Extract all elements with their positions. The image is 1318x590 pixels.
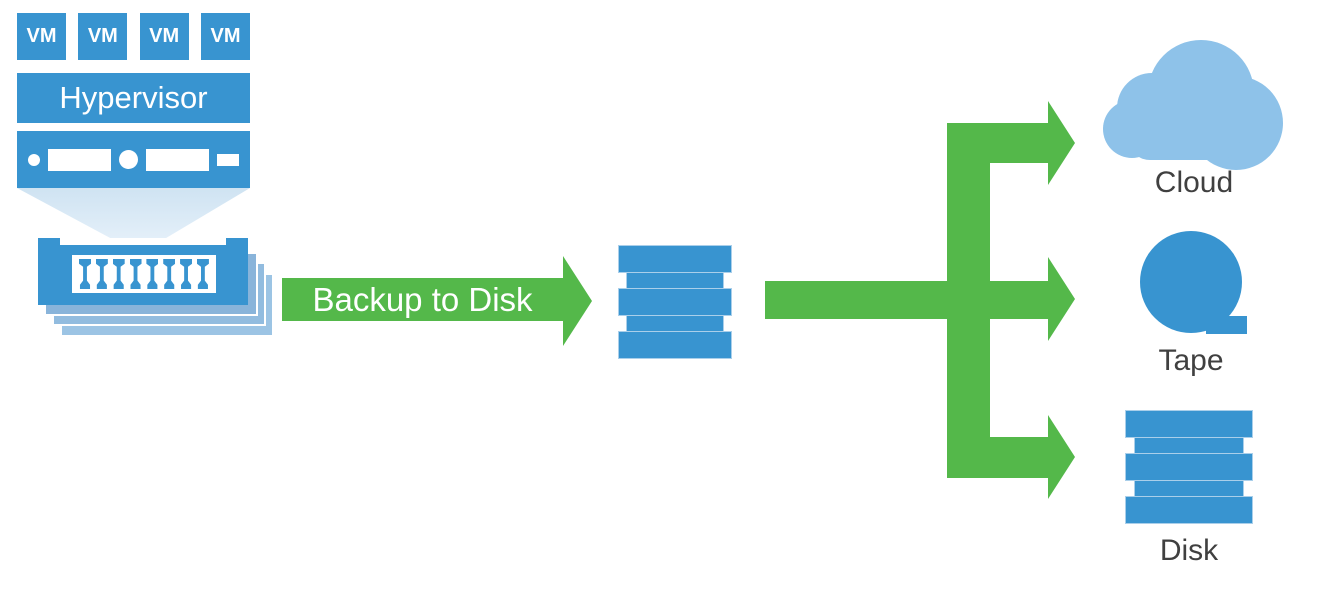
vm-row: VM VM VM VM	[17, 13, 250, 60]
backup-to-disk-arrow: Backup to Disk	[282, 278, 563, 321]
hypervisor-label: Hypervisor	[59, 80, 208, 115]
server-led-icon	[119, 150, 138, 169]
slot-pin-icon	[180, 259, 193, 289]
vm-box: VM	[17, 13, 66, 60]
repository-disk-stack-icon	[618, 245, 732, 359]
disk-platter	[1125, 453, 1253, 481]
hypervisor-bar: Hypervisor	[17, 73, 250, 123]
disk-platter	[618, 331, 732, 359]
disk-label: Disk	[1159, 534, 1219, 567]
slot-pin-icon	[196, 259, 209, 289]
disk-spacer	[1133, 438, 1245, 453]
backup-arrow-label: Backup to Disk	[312, 280, 533, 318]
cloud-label: Cloud	[1154, 166, 1234, 199]
disk-platter	[618, 245, 732, 273]
disk-platter	[1125, 496, 1253, 524]
disk-platter	[1125, 410, 1253, 438]
slot-pin-icon	[112, 259, 125, 289]
funnel-connector	[17, 188, 250, 238]
tape-icon	[1140, 231, 1247, 335]
vm-label: VM	[26, 25, 57, 47]
branch-vertical-bar	[947, 123, 990, 478]
appliance-slot-panel	[72, 255, 216, 293]
backup-server-stack-icon	[38, 245, 248, 305]
arrow-head-to-disk-icon	[1048, 415, 1075, 499]
branch-top-shaft	[985, 123, 1048, 163]
cloud-icon	[1103, 40, 1285, 170]
vm-label: VM	[210, 25, 241, 47]
vm-box: VM	[200, 13, 250, 60]
target-disk-stack-icon	[1125, 410, 1253, 524]
cloud-base	[1128, 106, 1240, 160]
server-front-icon	[17, 131, 250, 188]
branch-bottom-shaft	[985, 437, 1048, 478]
server-led-icon	[28, 153, 40, 166]
disk-spacer	[1133, 481, 1245, 496]
slot-pin-icon	[95, 259, 108, 289]
server-drive-bay-icon	[48, 148, 111, 171]
arrow-head-to-tape-icon	[1048, 257, 1075, 341]
vm-label: VM	[149, 25, 180, 47]
server-drive-bay-icon	[146, 148, 209, 171]
slot-pin-icon	[163, 259, 176, 289]
disk-spacer	[625, 316, 725, 331]
vm-box: VM	[139, 13, 189, 60]
server-port-icon	[217, 153, 239, 166]
arrow-head-to-cloud-icon	[1048, 101, 1075, 185]
disk-spacer	[625, 273, 725, 288]
vm-box: VM	[78, 13, 128, 60]
backup-arrow-head-icon	[563, 256, 592, 346]
slot-pin-icon	[146, 259, 159, 289]
slot-pin-icon	[79, 259, 91, 289]
slot-pin-icon	[129, 259, 142, 289]
disk-platter	[618, 288, 732, 316]
vm-label: VM	[87, 25, 118, 47]
feed-arrow-shaft	[765, 281, 1048, 319]
tape-label: Tape	[1158, 344, 1224, 377]
tape-tail	[1206, 316, 1247, 334]
